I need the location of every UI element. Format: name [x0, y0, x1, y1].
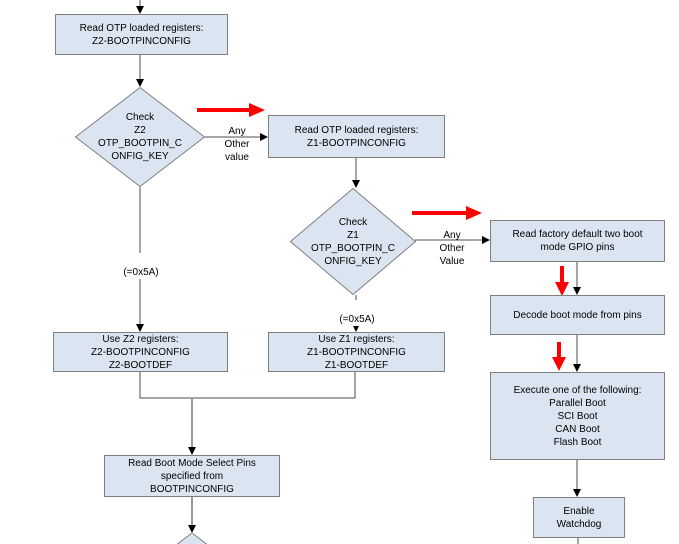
red-arrow-to-execute [552, 342, 566, 371]
node-use-z1-registers: Use Z1 registers: Z1-BOOTPINCONFIG Z1-BO… [268, 332, 445, 372]
node-read-factory-gpio: Read factory default two boot mode GPIO … [490, 220, 665, 262]
node-read-bootmode-pins: Read Boot Mode Select Pins specified fro… [104, 455, 280, 497]
node-check-z1-key: Check Z1 OTP_BOOTPIN_C ONFIG_KEY [290, 188, 416, 295]
edge-label-text: (=0x5A) [123, 267, 159, 278]
edge-label-0x5a-z1: (=0x5A) [332, 300, 382, 326]
connector-execute-to-enable-watchdog [573, 460, 581, 497]
red-arrow-to-decode [555, 266, 569, 296]
connector-into-read-z2 [136, 0, 144, 14]
node-read-otp-z2: Read OTP loaded registers: Z2-BOOTPINCON… [55, 14, 228, 55]
node-read-otp-z2-label: Read OTP loaded registers: Z2-BOOTPINCON… [79, 22, 204, 47]
edge-label-any-other-value-z1: Any Other Value [427, 216, 477, 268]
node-enable-watchdog-label: Enable Watchdog [556, 505, 602, 530]
connector-read-bootmode-to-decision [188, 497, 196, 533]
connector-use-z2-use-z1-merge [139, 372, 356, 455]
node-enable-watchdog: Enable Watchdog [533, 497, 625, 538]
connector-check-z1-to-read-factory [415, 236, 490, 244]
node-read-otp-z1: Read OTP loaded registers: Z1-BOOTPINCON… [268, 115, 445, 158]
edge-label-text: (=0x5A) [339, 314, 375, 325]
edge-label-0x5a-z2: (=0x5A) [116, 253, 166, 279]
diamond-shape [75, 87, 205, 187]
red-arrow-any-other-z2 [197, 103, 265, 117]
node-execute-boot: Execute one of the following: Parallel B… [490, 372, 665, 460]
red-arrow-any-other-z1 [412, 206, 482, 220]
node-check-z2-key: Check Z2 OTP_BOOTPIN_C ONFIG_KEY [75, 87, 205, 187]
node-read-bootmode-pins-label: Read Boot Mode Select Pins specified fro… [128, 457, 256, 495]
node-use-z2-registers: Use Z2 registers: Z2-BOOTPINCONFIG Z2-BO… [53, 332, 228, 372]
connector-read-z2-to-check-z2 [136, 55, 144, 87]
node-check-z1-key-label: Check Z1 OTP_BOOTPIN_C ONFIG_KEY [311, 216, 395, 267]
node-decode-boot-mode-label: Decode boot mode from pins [513, 309, 642, 321]
node-use-z1-registers-label: Use Z1 registers: Z1-BOOTPINCONFIG Z1-BO… [307, 333, 406, 371]
connector-read-z1-to-check-z1 [352, 158, 360, 188]
node-read-otp-z1-label: Read OTP loaded registers: Z1-BOOTPINCON… [294, 124, 419, 149]
diamond-shape [290, 188, 416, 295]
decision-diamond-partial [176, 532, 208, 544]
node-check-z2-key-label: Check Z2 OTP_BOOTPIN_C ONFIG_KEY [98, 112, 182, 162]
edge-label-text: Any Other value [224, 126, 250, 163]
connector-read-factory-to-decode [573, 262, 581, 295]
node-decode-boot-mode: Decode boot mode from pins [490, 295, 665, 335]
edge-label-any-other-value-z2: Any Other value [212, 112, 262, 164]
node-read-factory-gpio-label: Read factory default two boot mode GPIO … [512, 229, 643, 253]
edge-label-text: Any Other Value [439, 230, 465, 267]
connector-decode-to-execute [573, 335, 581, 372]
connector-check-z2-to-read-z1 [205, 133, 268, 141]
node-execute-boot-label: Execute one of the following: Parallel B… [513, 384, 642, 448]
node-use-z2-registers-label: Use Z2 registers: Z2-BOOTPINCONFIG Z2-BO… [91, 333, 190, 371]
